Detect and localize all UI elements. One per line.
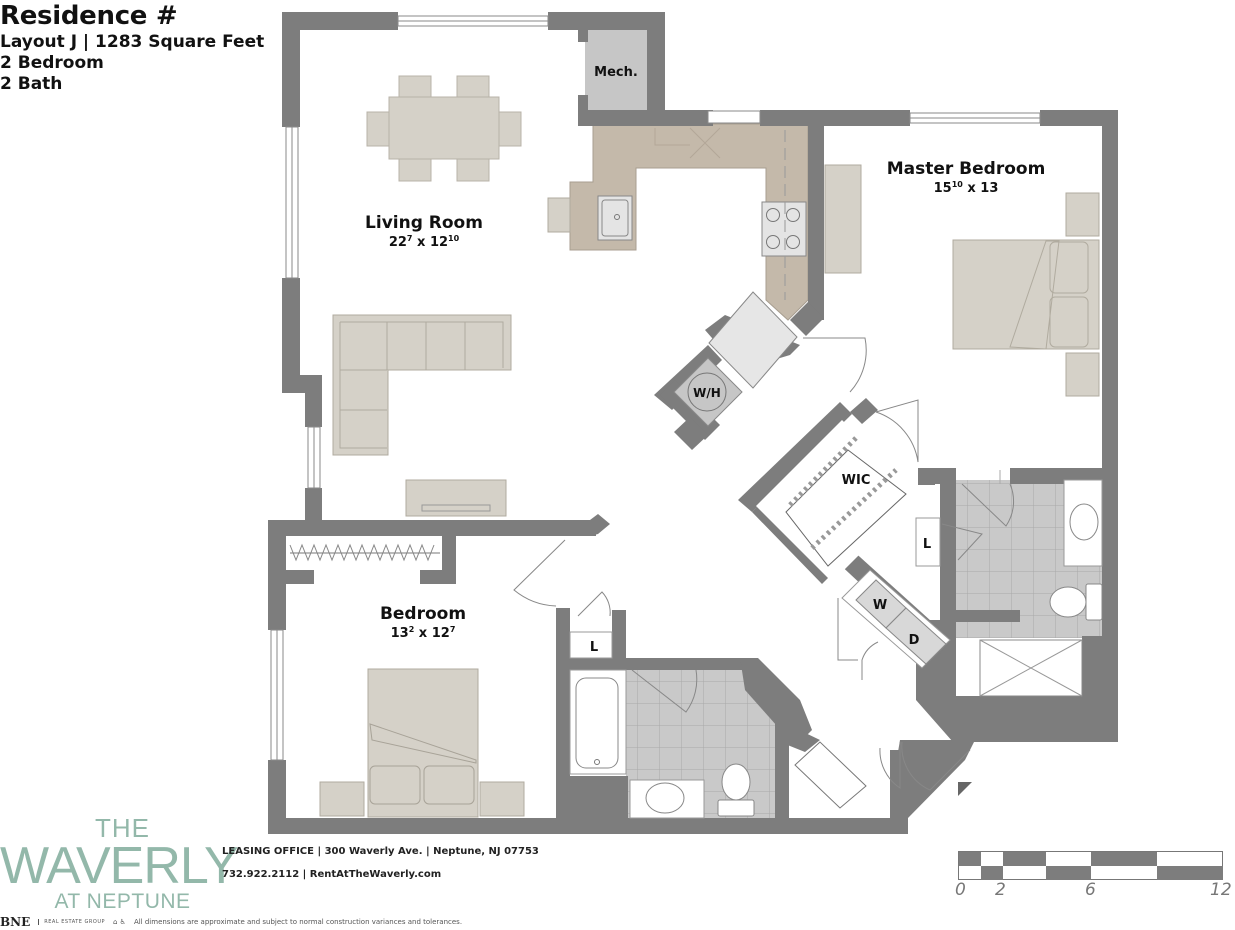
linen-label: L: [590, 640, 598, 655]
dresser: [824, 164, 862, 274]
residence-title: Residence #: [0, 1, 178, 31]
phone-website[interactable]: 732.922.2112 | RentAtTheWaverly.com: [222, 869, 442, 880]
mech-room: [585, 30, 647, 110]
washer-label: W: [873, 598, 887, 613]
refrigerator-icon: [708, 291, 798, 389]
plan-header: Residence # Layout J | 1283 Square Feet …: [0, 0, 264, 95]
water-heater-label: W/H: [693, 386, 721, 400]
nightstand: [1065, 352, 1100, 397]
bedroom-furniture: [286, 536, 525, 818]
dryer-icon: [885, 607, 947, 665]
entry-marker-icon: [958, 782, 972, 796]
logo-sub: AT NEPTUNE: [54, 890, 191, 913]
scale-label: 12: [1210, 880, 1232, 900]
waverly-logo: THE WAVERLY AT NEPTUNE: [0, 813, 239, 913]
master-bedroom-label: Master Bedroom: [887, 159, 1046, 179]
leasing-address: LEASING OFFICE | 300 Waverly Ave. | Nept…: [222, 846, 539, 857]
company-logo: BNE: [0, 915, 31, 929]
wic-closet: [756, 420, 918, 582]
contact-info: LEASING OFFICE | 300 Waverly Ave. | Nept…: [222, 846, 539, 892]
bedroom-label: Bedroom: [380, 604, 466, 624]
kitchen-stool: [547, 197, 571, 233]
disclaimer: All dimensions are approximate and subje…: [133, 918, 463, 926]
dryer-label: D: [909, 633, 920, 648]
mech-label: Mech.: [594, 65, 638, 80]
toilet-icon: [1049, 586, 1087, 618]
bedroom-dimensions: 132 x 127: [391, 625, 456, 641]
laundry: [841, 569, 951, 669]
master-furniture: [824, 164, 1100, 397]
sink-icon: [1069, 503, 1099, 541]
linen-closet: [569, 631, 613, 659]
scale-label: 0: [955, 880, 966, 900]
toilet-tank: [1085, 583, 1103, 621]
scale-labels: 0 2 6 12: [955, 880, 1232, 900]
media-console: [405, 479, 507, 517]
nightstand: [1065, 192, 1100, 237]
linen-closet: [915, 517, 941, 567]
windows: [270, 15, 1041, 761]
bedroom-count: 2 Bedroom: [0, 53, 104, 73]
equal-housing-icon: ⌂ ♿: [113, 918, 126, 926]
dining-set: [366, 75, 522, 182]
sink-icon: [645, 782, 685, 814]
wic-label: WIC: [842, 473, 871, 488]
footer: BNE REAL ESTATE GROUP ⌂ ♿ All dimensions…: [0, 915, 462, 929]
layout-info: Layout J | 1283 Square Feet: [0, 32, 265, 52]
logo-name: WAVERLY: [0, 837, 239, 895]
scale-label: 2: [995, 880, 1006, 900]
toilet-tank: [717, 799, 755, 817]
toilet-icon: [721, 763, 751, 801]
bath-count: 2 Bath: [0, 74, 63, 94]
master-bath-fixtures: [915, 479, 1103, 697]
scale-label: 6: [1085, 880, 1096, 900]
nightstand: [319, 781, 365, 817]
linen-label: L: [923, 537, 931, 552]
logo-the: THE: [95, 813, 150, 843]
nightstand: [479, 781, 525, 817]
kitchen-appliances: [547, 127, 807, 389]
scale-bar: [958, 851, 1223, 880]
bath-2-fixtures: [569, 631, 755, 819]
company-sub: REAL ESTATE GROUP: [38, 919, 105, 925]
doors: [513, 337, 1015, 809]
living-room-label: Living Room: [365, 213, 483, 233]
living-room-dimensions: 227 x 1210: [389, 234, 460, 250]
water-heater: [673, 357, 743, 427]
sectional-sofa: [332, 314, 512, 456]
master-bedroom-dimensions: 1510 x 13: [934, 180, 999, 196]
sink-icon: [597, 195, 633, 241]
